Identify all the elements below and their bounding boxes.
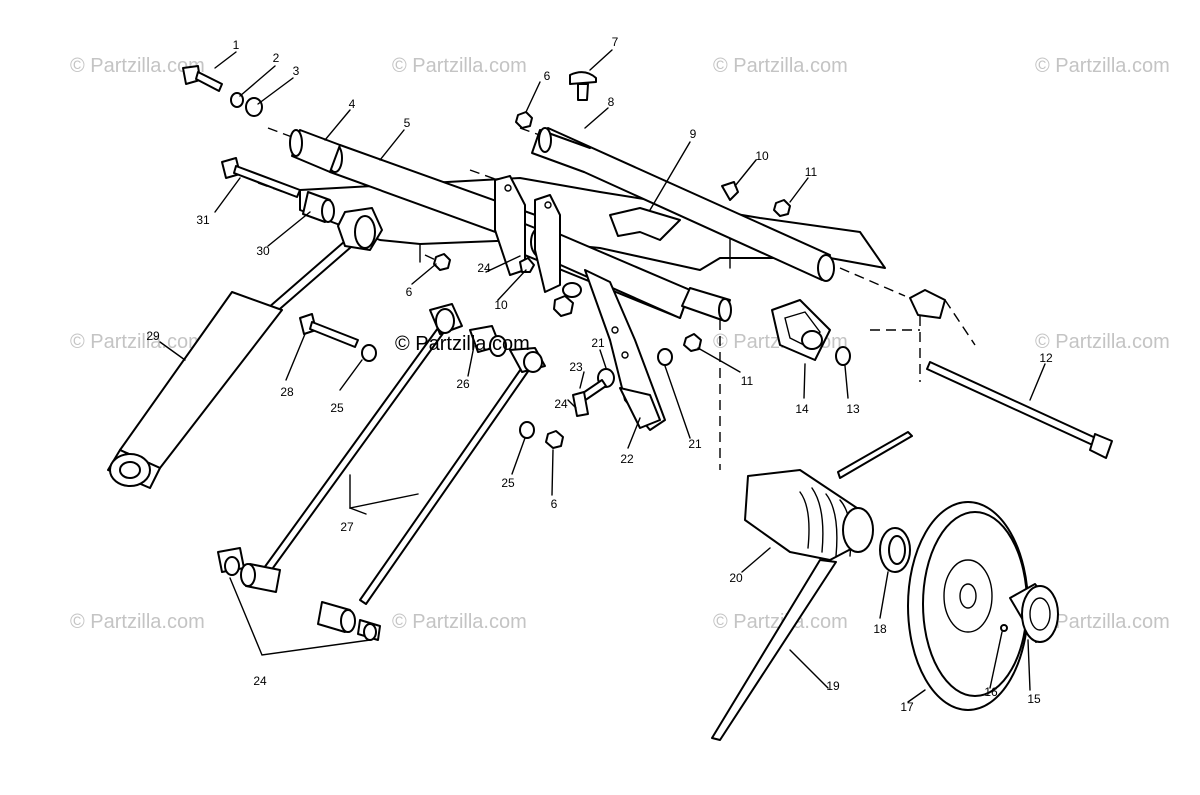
callout-6-top: 6 [544, 69, 551, 83]
callout-8: 8 [608, 95, 615, 109]
watermark: © Partzilla.com [1035, 611, 1170, 633]
callout-6-left: 6 [406, 285, 413, 299]
nut-mid [553, 295, 574, 317]
bushing-30 [302, 191, 335, 223]
spacer-block-14 [771, 299, 831, 361]
callout-15: 15 [1027, 692, 1041, 706]
callout-6-lower: 6 [551, 497, 558, 511]
callout-12: 12 [1039, 351, 1053, 365]
callout-31: 31 [196, 213, 210, 227]
washer-18 [879, 527, 911, 573]
watermark: © Partzilla.com [70, 331, 205, 353]
callout-19: 19 [826, 679, 840, 693]
nut-6-lower [545, 430, 564, 449]
hub-15 [1009, 583, 1059, 643]
callout-25-lower: 25 [501, 476, 515, 490]
leader-lines [159, 49, 1046, 703]
clip-bracket [909, 289, 946, 319]
bolt-23 [572, 379, 607, 417]
nut-6-top [515, 111, 533, 129]
idler-wheel-17 [907, 501, 1029, 711]
carriage-bolt-7 [569, 71, 597, 101]
callout-28: 28 [280, 385, 294, 399]
washer-25-lower [519, 421, 535, 439]
clip-10-mid [519, 257, 535, 273]
callout-4: 4 [349, 97, 356, 111]
long-bolt-12 [926, 361, 1113, 459]
watermark: © Partzilla.com [392, 611, 527, 633]
watermark-layer: © Partzilla.com © Partzilla.com © Partzi… [70, 55, 1170, 633]
callout-13: 13 [846, 402, 860, 416]
callout-24-bottom: 24 [253, 674, 267, 688]
watermark: © Partzilla.com [713, 55, 848, 77]
callout-25-left: 25 [330, 401, 344, 415]
clip-9 [609, 207, 681, 241]
callout-11-right: 11 [741, 374, 754, 388]
callout-9: 9 [690, 127, 697, 141]
bushings-24 [217, 547, 381, 641]
callout-10-top: 10 [755, 149, 769, 163]
watermark-center: © Partzilla.com [395, 333, 530, 355]
clip-10-top [721, 181, 739, 201]
callout-14: 14 [795, 402, 809, 416]
callout-16: 16 [984, 685, 998, 699]
callout-3: 3 [293, 64, 300, 78]
bolt-28 [299, 313, 359, 348]
callout-24-mid: 24 [477, 261, 491, 275]
bolt-1 [182, 65, 223, 92]
callout-18: 18 [873, 622, 887, 636]
callout-22: 22 [620, 452, 634, 466]
washer-13 [835, 346, 851, 366]
callout-21-right: 21 [688, 437, 702, 451]
watermark: © Partzilla.com [70, 55, 205, 77]
callout-1: 1 [233, 38, 240, 52]
bolt-31 [221, 157, 301, 198]
flat-washer-3 [245, 97, 263, 117]
torsion-spring-20 [711, 431, 913, 741]
watermark: © Partzilla.com [713, 611, 848, 633]
washer-mid [562, 282, 582, 298]
callout-20: 20 [729, 571, 743, 585]
callout-24-bolt: 24 [554, 397, 568, 411]
nut-6-left [433, 253, 451, 271]
callout-21-left: 21 [591, 336, 605, 350]
callout-2: 2 [273, 51, 280, 65]
callout-17: 17 [900, 700, 914, 714]
callout-10-mid: 10 [494, 298, 508, 312]
callout-11-top: 11 [805, 165, 818, 179]
shock-absorber-29 [107, 207, 383, 489]
callout-29: 29 [146, 329, 160, 343]
limiter-bracket-22 [584, 269, 666, 431]
bearing-16 [1000, 624, 1008, 632]
callout-27: 27 [340, 520, 354, 534]
callout-numbers: 1 2 3 4 5 6 7 8 9 10 11 31 30 6 24 10 29… [146, 35, 1053, 714]
callout-5: 5 [404, 116, 411, 130]
watermark: © Partzilla.com [392, 55, 527, 77]
washer-25-left [361, 344, 377, 362]
watermark: © Partzilla.com [70, 611, 205, 633]
upper-shaft-8 [531, 127, 835, 282]
link-rods-27 [263, 303, 546, 605]
callout-26: 26 [456, 377, 470, 391]
washer-21-right [657, 348, 673, 366]
side-brackets [494, 175, 561, 293]
callout-23: 23 [569, 360, 583, 374]
watermark: © Partzilla.com [1035, 55, 1170, 77]
callout-30: 30 [256, 244, 270, 258]
watermark: © Partzilla.com [1035, 331, 1170, 353]
callout-7: 7 [612, 35, 619, 49]
nut-11-top [773, 199, 791, 217]
